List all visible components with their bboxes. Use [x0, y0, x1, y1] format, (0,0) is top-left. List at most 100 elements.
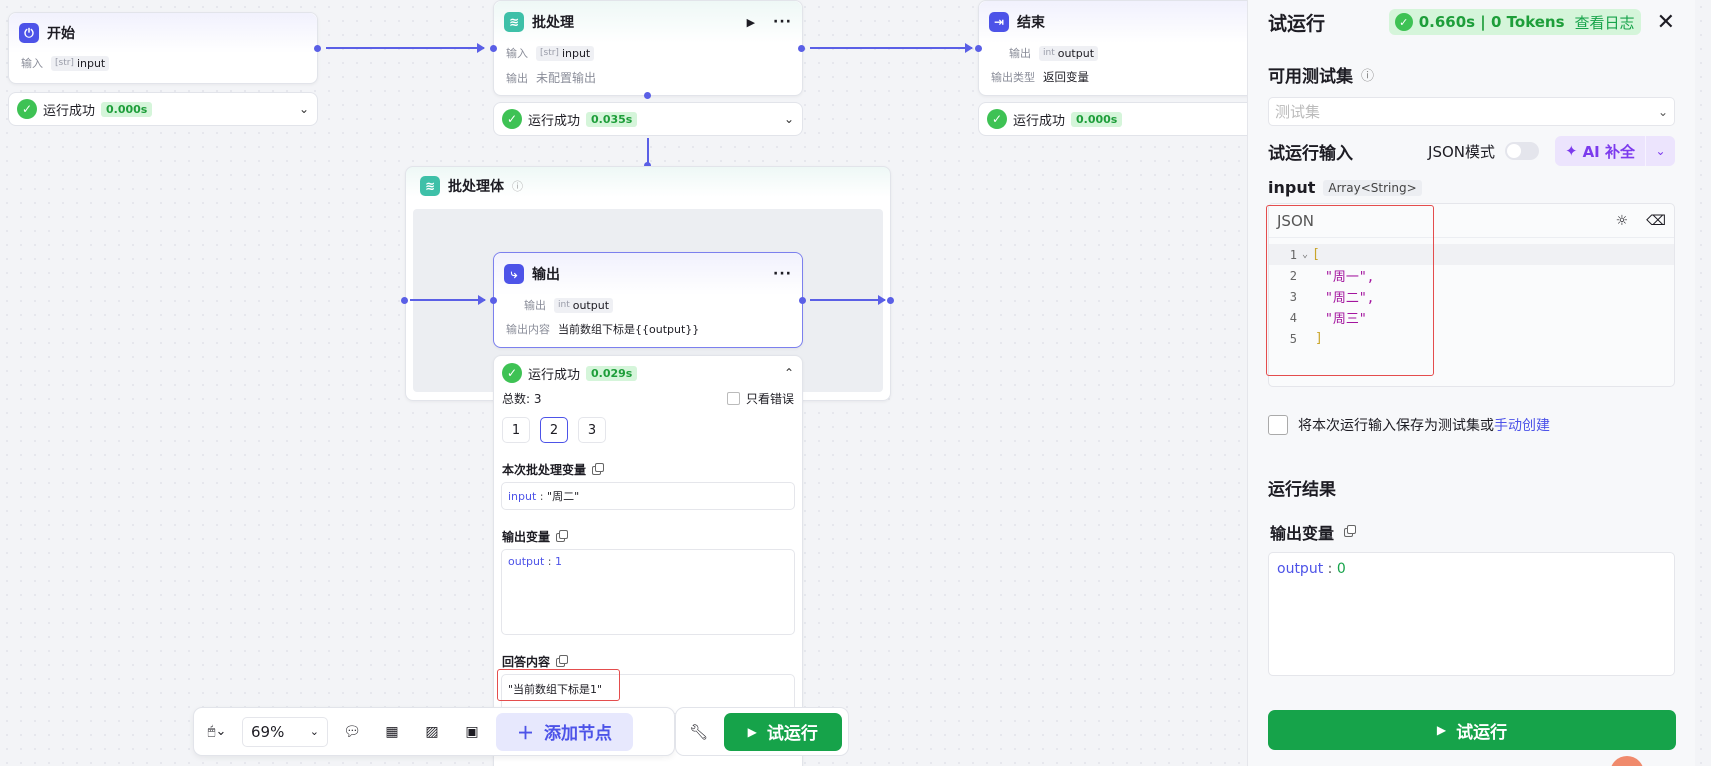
end-status-text: 运行成功 [1013, 113, 1066, 129]
save-testset-checkbox[interactable] [1268, 415, 1288, 435]
close-icon[interactable]: ✕ [1656, 9, 1675, 35]
batch-time: 0.035s [586, 111, 638, 127]
out-var-label: 输出变量 [502, 530, 551, 544]
save-testset-text: 将本次运行输入保存为测试集或 [1298, 418, 1494, 434]
panel-title: 试运行 [1268, 12, 1326, 35]
batch-output-label: 输出 [506, 71, 528, 85]
layout-icon[interactable]: ▦ [385, 723, 399, 740]
start-title: 开始 [47, 26, 75, 42]
page-3-button[interactable]: 3 [578, 417, 606, 443]
out-var-key: output [508, 555, 545, 568]
output-run-result: ✓ 运行成功 0.029s ⌃ 总数: 3 只看错误 1 2 3 本次批处理变量… [493, 355, 803, 766]
more-icon[interactable]: ··· [773, 14, 792, 30]
json-mode-toggle[interactable] [1505, 142, 1539, 160]
info-icon[interactable]: ⓘ [512, 180, 523, 193]
checkbox-icon[interactable] [726, 392, 740, 405]
start-input-value: input [76, 56, 106, 70]
play-icon: ▶ [747, 724, 757, 739]
view-log-link[interactable]: 查看日志 [1574, 13, 1635, 32]
copy-icon[interactable] [556, 655, 569, 667]
layers-icon: ≋ [420, 176, 440, 196]
line-number: 3 [1289, 289, 1297, 304]
body-port-top[interactable] [644, 162, 651, 169]
fold-icon[interactable]: ⌄ [1302, 249, 1309, 260]
json-mode-label: JSON模式 [1428, 142, 1495, 161]
format-icon[interactable]: ☼ [1615, 212, 1629, 229]
output-title: 输出 [532, 267, 560, 283]
success-icon: ✓ [502, 109, 522, 129]
test-run-panel: 试运行 ✓ 0.660s | 0 Tokens 查看日志 ✕ 可用测试集 ⓘ 测… [1247, 0, 1695, 766]
start-port[interactable] [314, 45, 321, 52]
panel-run-button[interactable]: ▶试运行 [1268, 710, 1676, 750]
batch-port-bottom[interactable] [644, 92, 651, 99]
manual-create-link[interactable]: 手动创建 [1494, 418, 1550, 434]
ai-fill-group: ✦AI 补全 ⌄ [1555, 136, 1675, 166]
info-icon[interactable]: ⓘ [1361, 69, 1375, 84]
edge-batch-end [810, 43, 973, 53]
answer-value: "当前数组下标是1" [508, 683, 603, 696]
mouse-mode-icon[interactable]: 🖱︎⌄ [207, 724, 227, 739]
run-result-label: 运行结果 [1268, 480, 1336, 500]
output-port-in[interactable] [490, 297, 497, 304]
copy-icon[interactable] [592, 463, 605, 475]
line-number: 1 [1289, 247, 1297, 262]
zoom-select[interactable]: 69%⌄ [242, 716, 328, 747]
end-out-type-value: 返回变量 [1043, 70, 1089, 84]
play-icon: ▶ [1436, 723, 1447, 737]
clear-icon[interactable]: ⌫ [1646, 212, 1666, 229]
chevron-down-icon[interactable]: ⌄ [783, 112, 794, 126]
batch-node[interactable]: ≋ 批处理 ▶ ··· 输入 [str]input 输出 未配置输出 [493, 0, 803, 96]
end-output-label: 输出 [1009, 47, 1031, 60]
start-icon: ⏻ [19, 23, 39, 43]
add-node-label: 添加节点 [544, 724, 612, 744]
only-errors-label: 只看错误 [745, 392, 794, 406]
canvas-run-button[interactable]: ▶试运行 [723, 712, 842, 751]
comment-icon[interactable]: 💬︎ [343, 723, 361, 740]
copy-icon[interactable] [556, 530, 569, 542]
chevron-up-icon[interactable]: ⌃ [783, 366, 794, 380]
json-editor[interactable]: JSON ☼ ⌫ 1⌄[ 2"周一", 3"周二", 4"周三" 5] [1268, 203, 1675, 387]
wrench-icon[interactable]: 🔧︎ [689, 722, 709, 741]
edge-start-batch [326, 43, 485, 53]
start-input-label: 输入 [21, 57, 43, 70]
output-status-text: 运行成功 [528, 367, 581, 383]
body-title: 批处理体 [448, 179, 504, 195]
page-1-button[interactable]: 1 [502, 417, 530, 443]
add-node-button[interactable]: ＋添加节点 [496, 712, 633, 751]
code-area[interactable]: 1⌄[ 2"周一", 3"周二", 4"周三" 5] [1269, 238, 1674, 349]
line-number: 5 [1289, 331, 1297, 346]
copy-icon[interactable] [1344, 524, 1357, 537]
code-text: "周三" [1325, 312, 1367, 327]
body-port-right[interactable] [887, 297, 894, 304]
page-2-button[interactable]: 2 [540, 417, 568, 443]
more-icon[interactable]: ··· [773, 266, 792, 282]
line-number: 4 [1289, 310, 1297, 325]
code-line: 1⌄[ [1269, 244, 1674, 265]
floating-avatar[interactable] [1610, 756, 1644, 766]
zoom-value: 69% [251, 722, 285, 741]
end-port[interactable] [975, 45, 982, 52]
batch-status[interactable]: ✓ 运行成功 0.035s ⌄ [493, 102, 803, 136]
start-status[interactable]: ✓ 运行成功 0.000s ⌄ [8, 92, 318, 126]
play-icon[interactable]: ▶ [746, 15, 756, 29]
batch-port-in[interactable] [490, 45, 497, 52]
body-port-left[interactable] [401, 297, 408, 304]
layers-icon: ≋ [504, 12, 524, 32]
ai-fill-button[interactable]: ✦AI 补全 [1555, 136, 1645, 166]
image-icon[interactable]: ▨ [425, 723, 439, 740]
sparkle-icon: ✦ [1565, 142, 1578, 160]
start-node[interactable]: ⏻ 开始 输入 [str]input [8, 12, 318, 84]
end-status[interactable]: ✓ 运行成功 0.000s [978, 102, 1268, 136]
only-errors-checkbox[interactable]: 只看错误 [726, 390, 794, 407]
test-set-select[interactable]: 测试集 ⌄ [1268, 97, 1675, 126]
batch-port-out[interactable] [798, 45, 805, 52]
output-label: 输出 [524, 299, 546, 312]
ai-fill-dropdown[interactable]: ⌄ [1645, 136, 1675, 166]
batch-input-label: 输入 [506, 47, 528, 60]
output-port-out[interactable] [799, 297, 806, 304]
run-summary-badge: ✓ 0.660s | 0 Tokens 查看日志 [1388, 9, 1641, 35]
check-image-icon[interactable]: ▣ [465, 723, 479, 740]
chevron-down-icon[interactable]: ⌄ [298, 102, 309, 116]
